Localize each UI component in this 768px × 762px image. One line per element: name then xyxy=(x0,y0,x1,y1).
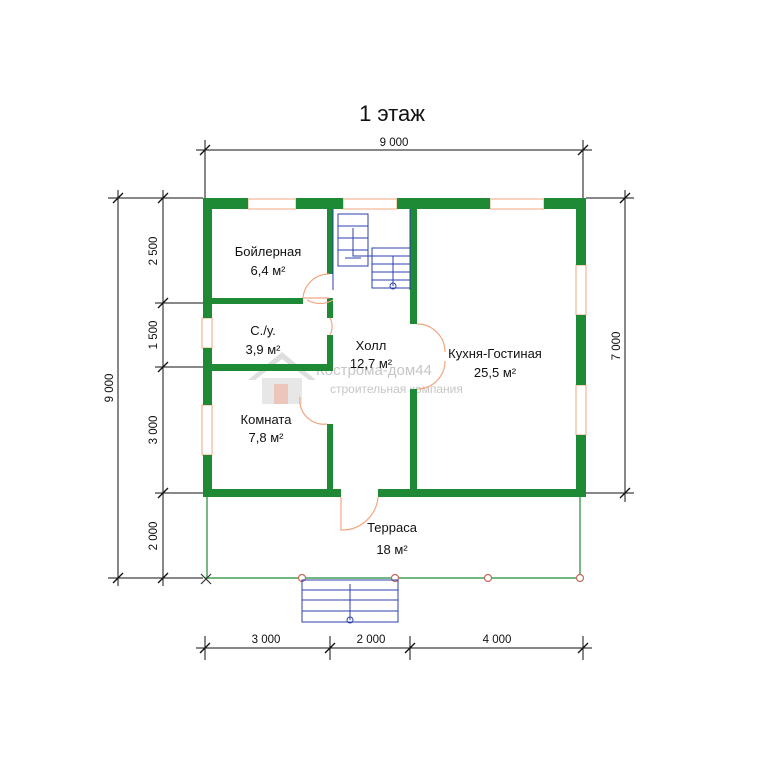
watermark-brand: Кострома-дом44 xyxy=(316,362,432,379)
terrace-post xyxy=(575,573,585,583)
plan-title: 1 этаж xyxy=(359,101,425,126)
room-hall: Холл 12,7 м² xyxy=(350,338,393,371)
dimension-left-seg-3: 3 000 xyxy=(148,416,160,445)
dimension-left-segments: 2 500 1 500 3 000 2 000 xyxy=(148,190,203,586)
door xyxy=(306,299,334,305)
window xyxy=(247,198,297,210)
door xyxy=(299,396,328,425)
dimension-bottom-seg-1: 3 000 xyxy=(252,634,281,646)
room-hall-name: Холл xyxy=(356,338,387,353)
room-bedroom-name: Комната xyxy=(241,412,293,427)
room-kitchen-living: Кухня-Гостиная 25,5 м² xyxy=(448,346,542,380)
door xyxy=(329,317,333,336)
dimension-left-seg-4: 2 000 xyxy=(148,522,160,551)
window xyxy=(489,198,545,210)
walls xyxy=(203,198,586,497)
door xyxy=(302,273,330,299)
room-hall-area: 12,7 м² xyxy=(350,356,393,371)
room-terrace: Терраса 18 м² xyxy=(367,520,418,557)
window xyxy=(575,384,587,436)
entrance-steps xyxy=(301,579,399,624)
dimension-bottom-seg-3: 4 000 xyxy=(483,634,512,646)
watermark: Кострома-дом44 строительная компания xyxy=(248,352,463,404)
window xyxy=(201,317,213,349)
doors xyxy=(299,273,446,531)
room-terrace-name: Терраса xyxy=(367,520,418,535)
dimension-right-label: 7 000 xyxy=(611,332,623,361)
door xyxy=(416,360,446,390)
dimension-left-seg-2: 1 500 xyxy=(148,321,160,350)
room-boiler-name: Бойлерная xyxy=(235,244,302,259)
staircase xyxy=(332,209,411,290)
room-bathroom-name: С./у. xyxy=(250,323,275,338)
room-terrace-area: 18 м² xyxy=(376,542,408,557)
window xyxy=(342,198,398,210)
window xyxy=(201,404,213,456)
room-bedroom: Комната 7,8 м² xyxy=(241,412,293,445)
dimension-left-total: 9 000 xyxy=(104,190,203,586)
window xyxy=(575,264,587,316)
terrace-post xyxy=(483,573,493,583)
dimension-right: 7 000 xyxy=(586,190,634,502)
room-boiler: Бойлерная 6,4 м² xyxy=(235,244,302,278)
room-bathroom-area: 3,9 м² xyxy=(246,342,282,357)
dimension-bottom: 3 000 2 000 4 000 xyxy=(196,634,592,660)
room-bedroom-area: 7,8 м² xyxy=(249,430,285,445)
room-boiler-area: 6,4 м² xyxy=(251,263,287,278)
entrance-door xyxy=(340,496,379,531)
room-bathroom: С./у. 3,9 м² xyxy=(246,323,282,357)
door xyxy=(416,323,446,353)
terrace-outline xyxy=(200,496,585,585)
dimension-left-total-label: 9 000 xyxy=(104,374,116,403)
dimension-top: 9 000 xyxy=(196,137,592,198)
room-kitchen-living-area: 25,5 м² xyxy=(474,365,517,380)
house-logo-icon xyxy=(248,352,316,404)
dimension-left-seg-1: 2 500 xyxy=(148,237,160,266)
dimension-bottom-seg-2: 2 000 xyxy=(357,634,386,646)
watermark-subtitle: строительная компания xyxy=(330,382,463,396)
dimension-top-label: 9 000 xyxy=(380,137,409,149)
room-kitchen-living-name: Кухня-Гостиная xyxy=(448,346,542,361)
